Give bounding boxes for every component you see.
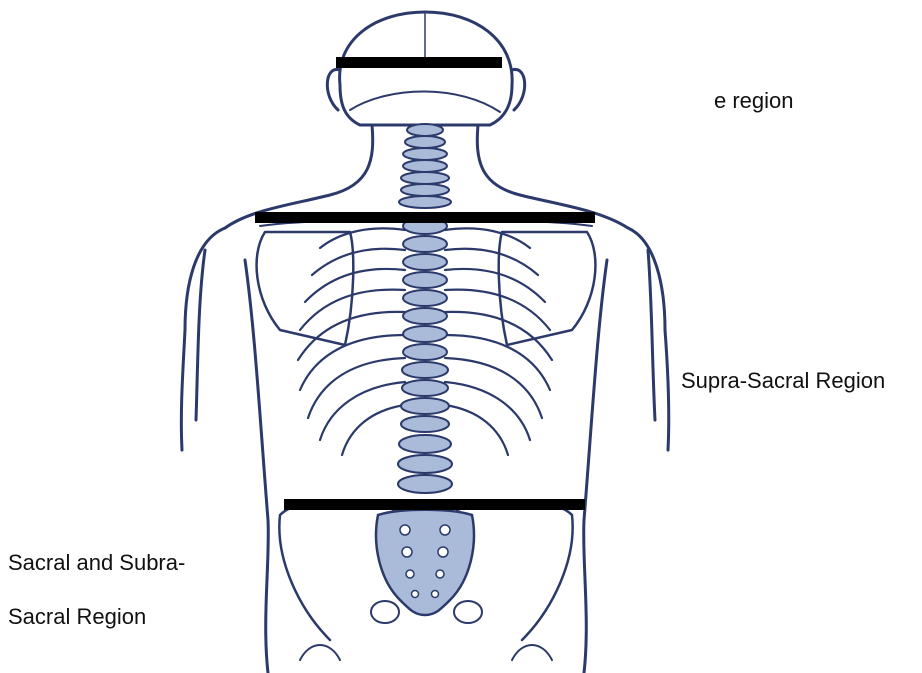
label-supra-sacral-region: Supra-Sacral Region — [681, 370, 885, 392]
label-sacral-region-line2: Sacral Region — [8, 606, 146, 628]
label-sacral-region-line1: Sacral and Subra- — [8, 552, 185, 574]
left-scapula — [257, 232, 354, 345]
torso-right — [584, 260, 607, 673]
skull-base — [350, 91, 500, 112]
torso-left — [245, 260, 268, 673]
skull-outline — [340, 12, 513, 125]
label-top-region: e region — [714, 90, 794, 112]
division-bar-shoulders — [255, 212, 595, 223]
division-bar-pelvis — [284, 499, 585, 510]
spinal-column — [398, 124, 452, 493]
sacrum — [376, 510, 474, 615]
division-bar-skull — [336, 57, 502, 68]
